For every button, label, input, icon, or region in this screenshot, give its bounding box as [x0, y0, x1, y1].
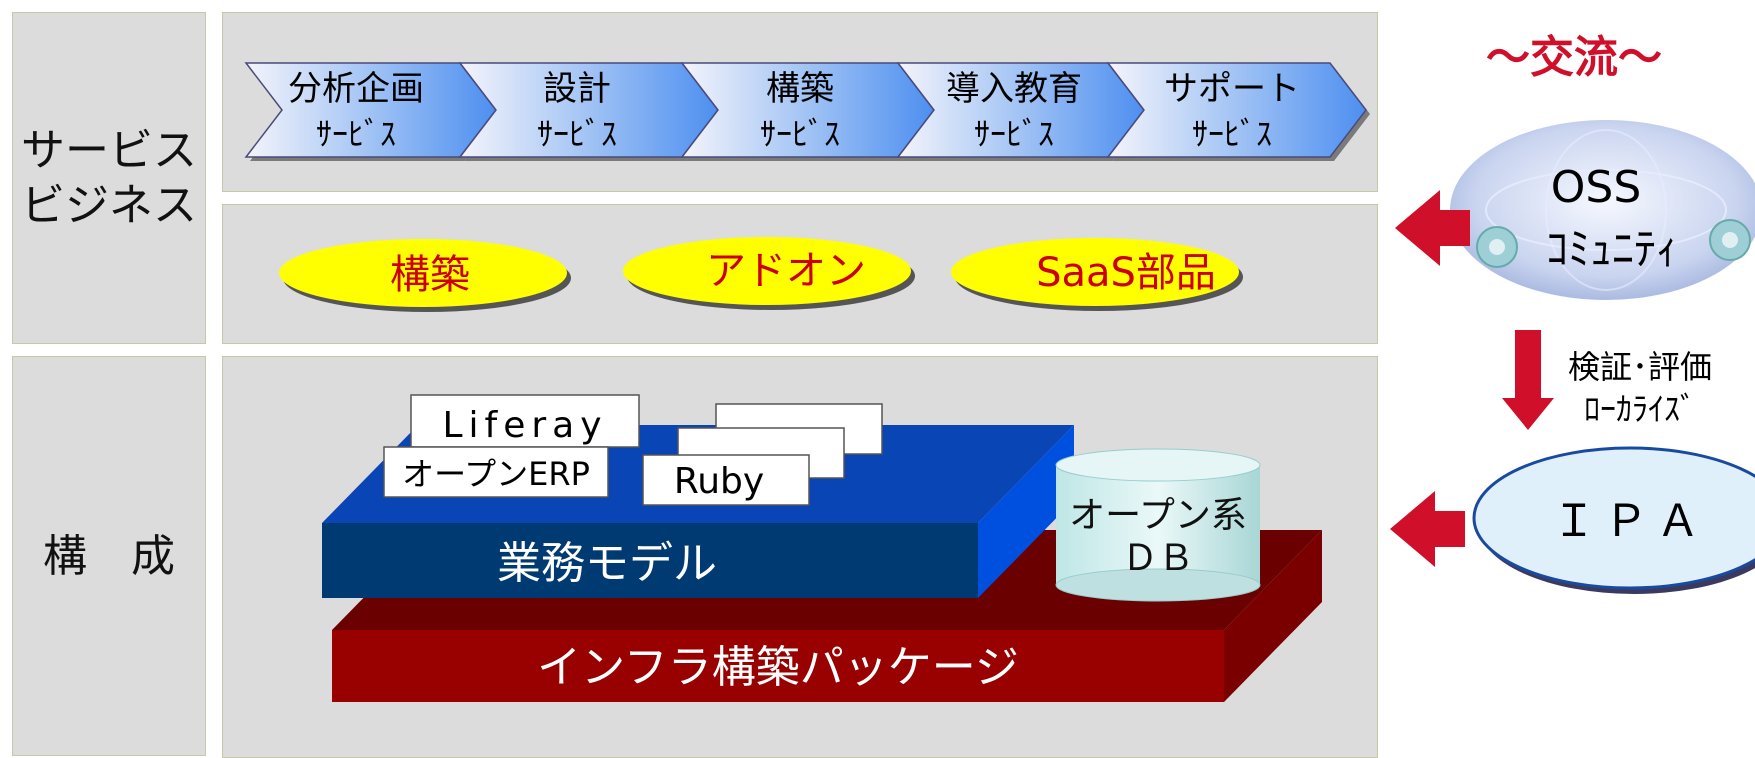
exchange-title: ～交流～	[1486, 32, 1662, 83]
chevron-design: 設計 ｻｰﾋﾞｽ	[458, 62, 722, 161]
oval-label: 構築	[390, 252, 470, 298]
card-label: Ruby	[674, 461, 764, 502]
card-label: Liferay	[442, 405, 607, 446]
business-model-label: 業務モデル	[497, 538, 717, 589]
oval-label: SaaS部品	[1036, 250, 1216, 296]
chevron-build: 構築 ｻｰﾋﾞｽ	[680, 62, 938, 161]
card-open-erp: オープンERP	[383, 446, 609, 498]
oval-saas-parts: SaaS部品	[951, 238, 1243, 311]
card-label: オープンERP	[402, 455, 590, 493]
service-subtitle: ｻｰﾋﾞｽ	[316, 115, 396, 153]
oss-community: OSS ｺﾐｭﾆﾃｨ	[1450, 120, 1755, 300]
card-ruby: Ruby	[642, 454, 810, 506]
chevron-support: サポート ｻｰﾋﾞｽ	[1106, 62, 1370, 161]
infra-label: インフラ構築パッケージ	[537, 642, 1019, 693]
gear-icon	[1709, 219, 1751, 261]
service-title: 分析企画	[288, 69, 424, 109]
service-subtitle: ｻｰﾋﾞｽ	[760, 115, 840, 153]
oss-label: OSS	[1551, 162, 1642, 213]
ipa-oval: ＩＰＡ	[1472, 446, 1755, 594]
community-label: ｺﾐｭﾆﾃｨ	[1546, 224, 1678, 275]
db-label-line2: ＤＢ	[1122, 538, 1194, 579]
oval-label: アドオン	[706, 248, 866, 294]
service-title: 設計	[543, 69, 611, 109]
service-title: 構築	[766, 69, 834, 109]
service-chevrons: 分析企画 ｻｰﾋﾞｽ 設計 ｻｰﾋﾞｽ 構築 ｻｰﾋﾞｽ 導入教育 ｻｰﾋﾞｽ …	[244, 62, 1370, 161]
open-db-cylinder: オープン系 ＤＢ	[1055, 448, 1261, 602]
chevron-analysis-planning: 分析企画 ｻｰﾋﾞｽ	[244, 62, 500, 161]
library-cards: Ruby Liferay オープンERP	[383, 394, 883, 506]
arrow-left-icon	[1390, 491, 1465, 567]
db-label-line1: オープン系	[1069, 495, 1247, 536]
oval-addon: アドオン	[623, 237, 915, 310]
left-panel-structure	[12, 356, 206, 756]
arrow-down-icon	[1502, 330, 1554, 430]
verify-label: 検証･評価	[1568, 348, 1712, 386]
arrow-left-icon	[1395, 190, 1470, 266]
left-panel-service-business	[12, 12, 206, 344]
service-title: 導入教育	[946, 69, 1082, 109]
card-liferay: Liferay	[410, 394, 640, 448]
service-subtitle: ｻｰﾋﾞｽ	[537, 115, 617, 153]
gear-icon	[1476, 226, 1518, 268]
service-title: サポート	[1164, 69, 1300, 109]
service-business-label: サービス ビジネス	[21, 125, 197, 231]
chevron-training: 導入教育 ｻｰﾋﾞｽ	[896, 62, 1148, 161]
localize-label: ﾛｰｶﾗｲｽﾞ	[1584, 390, 1696, 428]
structure-label: 構 成	[43, 530, 175, 582]
service-subtitle: ｻｰﾋﾞｽ	[1192, 115, 1272, 153]
service-subtitle: ｻｰﾋﾞｽ	[974, 115, 1054, 153]
oval-build: 構築	[279, 239, 571, 312]
offering-ovals: 構築 アドオン SaaS部品	[279, 237, 1243, 312]
ipa-label: ＩＰＡ	[1552, 496, 1708, 547]
